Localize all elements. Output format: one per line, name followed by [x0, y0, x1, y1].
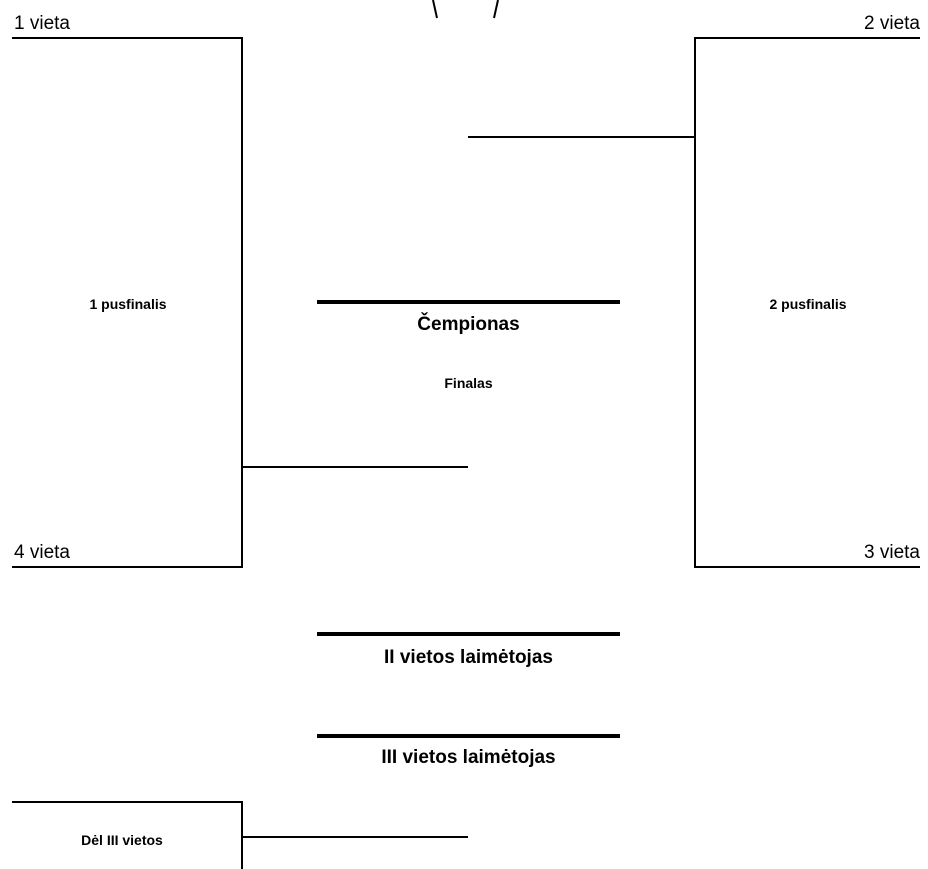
- semifinal-1-label: 1 pusfinalis: [89, 296, 167, 312]
- third-place-match-top-line: [12, 801, 242, 803]
- seed-4-line: [12, 566, 243, 568]
- semifinal-2-winner-line: [468, 136, 694, 138]
- seed-3-line: [694, 566, 920, 568]
- second-place-label: II vietos laimėtojas: [384, 647, 553, 668]
- seed-1-line: [12, 37, 242, 39]
- seed-3-label: 3 vieta: [864, 542, 920, 563]
- third-place-line: [317, 734, 620, 738]
- third-place-match-vertical-line: [241, 801, 243, 869]
- semifinal-1-winner-line: [243, 466, 468, 468]
- seed-2-line: [694, 37, 920, 39]
- champion-line: [317, 300, 620, 304]
- seed-1-label: 1 vieta: [14, 13, 70, 34]
- seed-2-label: 2 vieta: [864, 13, 920, 34]
- semifinal-1-vertical-line: [241, 37, 243, 568]
- second-place-line: [317, 632, 620, 636]
- champion-label: Čempionas: [417, 314, 520, 335]
- final-label: Finalas: [444, 375, 493, 391]
- seed-4-label: 4 vieta: [14, 542, 70, 563]
- third-place-label: III vietos laimėtojas: [381, 747, 556, 768]
- third-place-match-winner-line: [243, 836, 468, 838]
- semifinal-2-vertical-line: [694, 37, 696, 568]
- trophy-icon: [432, 0, 499, 19]
- third-place-match-label: Dėl III vietos: [81, 832, 163, 848]
- semifinal-2-label: 2 pusfinalis: [769, 296, 847, 312]
